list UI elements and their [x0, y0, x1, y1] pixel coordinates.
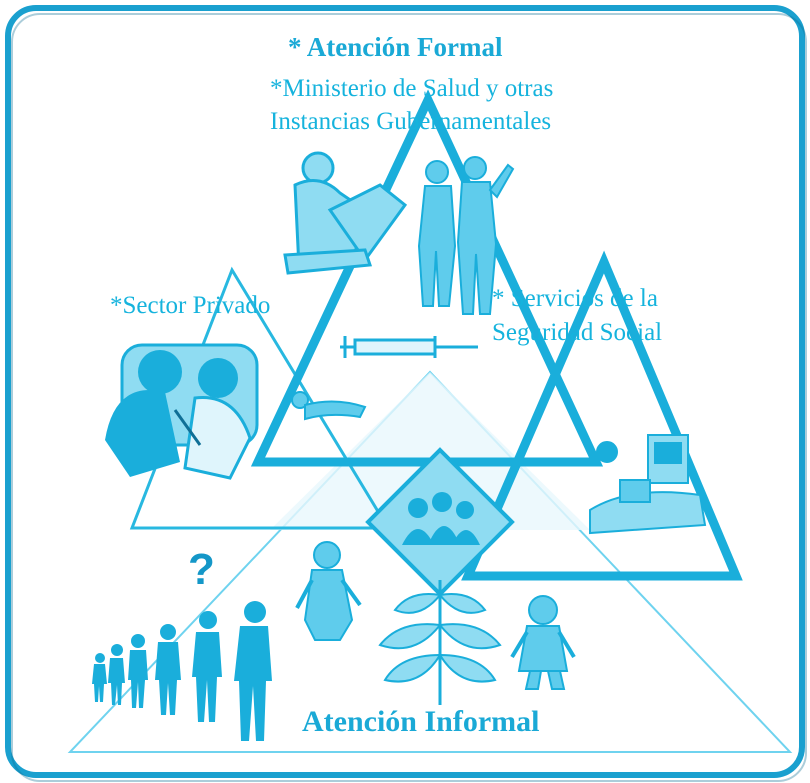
walking-people-icon: [92, 601, 272, 741]
frame-shadow: [11, 13, 807, 782]
social-security-label-line1: * Servicios de la: [492, 285, 658, 312]
question-mark: ?: [188, 545, 215, 594]
ministry-label-line1: *Ministerio de Salud y otras: [270, 75, 554, 102]
doctor-exam-icon: [105, 343, 259, 480]
computer-lab-icon: [589, 434, 707, 535]
family-icon: [365, 447, 515, 597]
private-sector-label: *Sector Privado: [110, 292, 271, 319]
woman-icon: [295, 541, 362, 641]
formal-care-title: * Atención Formal: [288, 32, 503, 62]
plant-icon: [378, 580, 502, 705]
traditional-healer-icon: [510, 595, 576, 690]
social-security-label-line2: Seguridad Social: [492, 319, 663, 346]
social-security-triangle: [461, 250, 743, 581]
informal-care-title: Atención Informal: [302, 705, 540, 738]
diagram-frame: [5, 5, 805, 778]
doctor-writing-icon: [283, 151, 408, 275]
informal-inner-triangle: [270, 372, 590, 530]
informal-triangle: [67, 370, 793, 753]
syringe-icon: [340, 336, 478, 358]
ministry-label-line2: Instancias Gubernamentales: [270, 108, 552, 135]
surgeons-icon: [417, 156, 515, 315]
patient-icon: [291, 391, 367, 421]
